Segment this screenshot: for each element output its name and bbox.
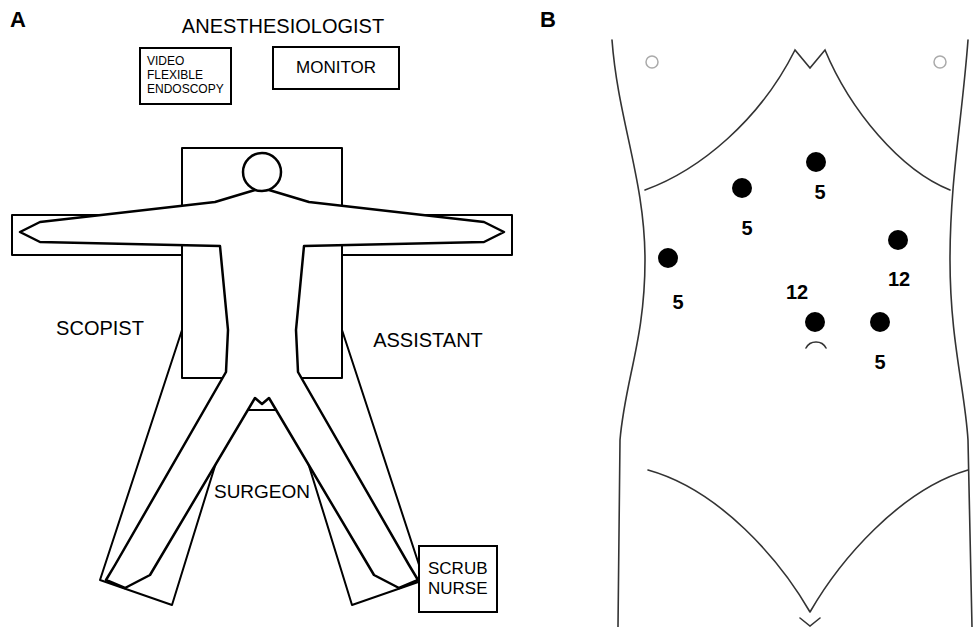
head-outline <box>243 153 281 191</box>
port-dot <box>805 312 825 332</box>
patient-silhouette <box>20 153 504 588</box>
port-dot <box>732 178 752 198</box>
port-size-number: 12 <box>888 268 910 290</box>
role-label: SCOPIST <box>56 317 144 339</box>
pubic-mark <box>800 618 820 626</box>
inguinal-line <box>648 470 968 612</box>
port-dot <box>658 248 678 268</box>
role-label: ASSISTANT <box>373 329 483 351</box>
port-dot <box>888 230 908 250</box>
box-text: SCRUB NURSE <box>428 559 488 598</box>
operating-table <box>12 148 512 605</box>
torso-side <box>950 40 972 627</box>
port-dot <box>806 152 826 172</box>
box-text: VIDEO FLEXIBLE ENDOSCOPY <box>147 55 224 96</box>
nipples <box>646 56 946 68</box>
nipple <box>646 56 658 68</box>
port-dot <box>870 312 890 332</box>
equipment-box: VIDEO FLEXIBLE ENDOSCOPY <box>139 47 232 105</box>
staff-box: SCRUB NURSE <box>418 545 498 613</box>
port-size-number: 12 <box>786 281 808 303</box>
role-label: SURGEON <box>214 482 310 503</box>
port-size-number: 5 <box>672 291 683 313</box>
role-label: ANESTHESIOLOGIST <box>182 15 384 37</box>
torso-side <box>612 40 645 627</box>
port-sites <box>658 152 908 332</box>
costal-margin <box>645 50 950 190</box>
panel-letter: B <box>540 8 556 32</box>
box-text: MONITOR <box>296 58 376 78</box>
body-outline <box>20 190 504 588</box>
navel <box>806 342 826 348</box>
equipment-box: MONITOR <box>272 46 400 90</box>
panel-letter: A <box>10 8 26 32</box>
nipple <box>934 56 946 68</box>
port-size-number: 5 <box>874 351 885 373</box>
torso-outline <box>612 40 972 627</box>
port-size-number: 5 <box>814 181 825 203</box>
port-size-number: 5 <box>741 217 752 239</box>
